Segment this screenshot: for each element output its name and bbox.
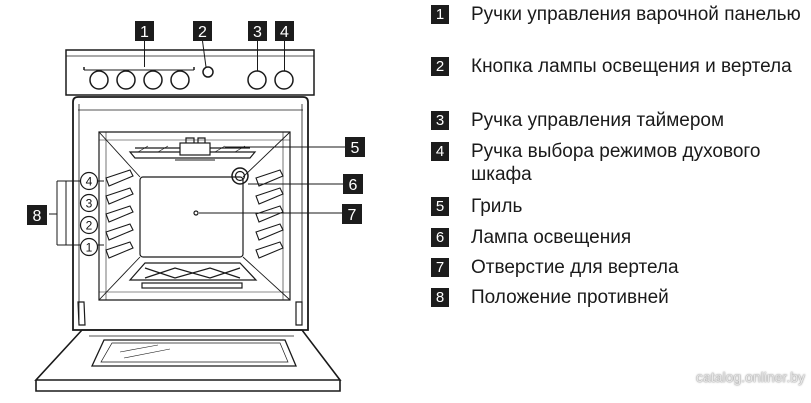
control-panel: [65, 49, 315, 96]
shelf-position-markers: 4 3 2 1 8: [27, 171, 104, 257]
callout-8-label: 8: [33, 208, 42, 225]
oven-body: [72, 96, 309, 331]
shelf-position-2: 2: [79, 215, 99, 235]
legend-item-2: 2 Кнопка лампы освещения и вертела: [431, 55, 809, 78]
grill-element: [128, 137, 257, 161]
callout-7: 7: [199, 204, 362, 224]
shelf-position-1: 1: [79, 237, 99, 257]
shelf-position-3: 3: [79, 193, 99, 213]
oven-lamp: [231, 167, 249, 185]
cavity-back-wall: [139, 176, 244, 258]
legend-text: Положение противней: [471, 287, 669, 308]
legend-text: Лампа освещения: [471, 227, 632, 248]
callout-6: 6: [248, 174, 363, 194]
legend-text: Ручки управления варочной панелью: [471, 4, 801, 25]
callout-3-label: 3: [253, 24, 262, 41]
callout-1-label: 1: [140, 24, 149, 41]
door-hinges: [77, 301, 303, 326]
oven-door-open: [34, 329, 342, 392]
legend-text: Ручка управления таймером: [471, 110, 725, 131]
callout-4-label: 4: [280, 24, 289, 41]
legend-number: 5: [431, 197, 449, 216]
legend-number: 6: [431, 228, 449, 247]
callout-2: 2: [193, 21, 212, 68]
shelf-position-2-label: 2: [86, 219, 93, 233]
watermark: catalog.onliner.by: [696, 369, 805, 385]
timer-knob: [247, 70, 267, 90]
legend-item-3: 3 Ручка управления таймером: [431, 109, 809, 132]
legend-item-5: 5 Гриль: [431, 195, 809, 218]
legend-item-4: 4 Ручка выбора режимов духового шкафа: [431, 140, 809, 186]
legend-number: 3: [431, 111, 449, 130]
callout-7-label: 7: [348, 207, 357, 224]
lamp-button: [202, 66, 214, 78]
legend-number: 8: [431, 288, 449, 307]
shelf-position-4: 4: [79, 171, 99, 191]
shelf-position-3-label: 3: [86, 197, 93, 211]
callout-5: 5: [225, 137, 365, 157]
legend-item-6: 6 Лампа освещения: [431, 226, 809, 249]
left-shelf-guides: [105, 169, 134, 259]
callout-6-label: 6: [349, 177, 358, 194]
callout-4: 4: [275, 21, 294, 71]
shelf-position-1-label: 1: [86, 241, 93, 255]
callout-1: 1: [135, 21, 154, 67]
legend-number: 2: [431, 57, 449, 76]
legend-number: 1: [431, 5, 449, 24]
bottom-heating-element: [128, 262, 258, 289]
callout-5-label: 5: [351, 140, 360, 157]
callout-2-label: 2: [198, 24, 207, 41]
legend-item-8: 8 Положение противней: [431, 286, 809, 309]
hob-control-knobs: [83, 67, 195, 90]
oven-cavity: [98, 131, 291, 301]
legend-text: Отверстие для вертела: [471, 257, 679, 278]
legend-item-7: 7 Отверстие для вертела: [431, 256, 809, 279]
legend-item-1: 1 Ручки управления варочной панелью: [431, 3, 809, 26]
legend-text: Ручка выбора режимов духового шкафа: [471, 141, 761, 185]
oven-diagram: 1 2 3 4: [27, 21, 365, 392]
legend-text: Кнопка лампы освещения и вертела: [471, 56, 792, 77]
legend-text: Гриль: [471, 196, 523, 217]
callout-8: 8: [27, 205, 47, 225]
legend-number: 7: [431, 258, 449, 277]
mode-knob: [274, 70, 294, 90]
rotisserie-hole: [193, 210, 199, 216]
legend-number: 4: [431, 142, 449, 161]
shelf-position-4-label: 4: [86, 175, 93, 189]
right-shelf-guides: [255, 169, 284, 259]
callout-3: 3: [248, 21, 267, 71]
